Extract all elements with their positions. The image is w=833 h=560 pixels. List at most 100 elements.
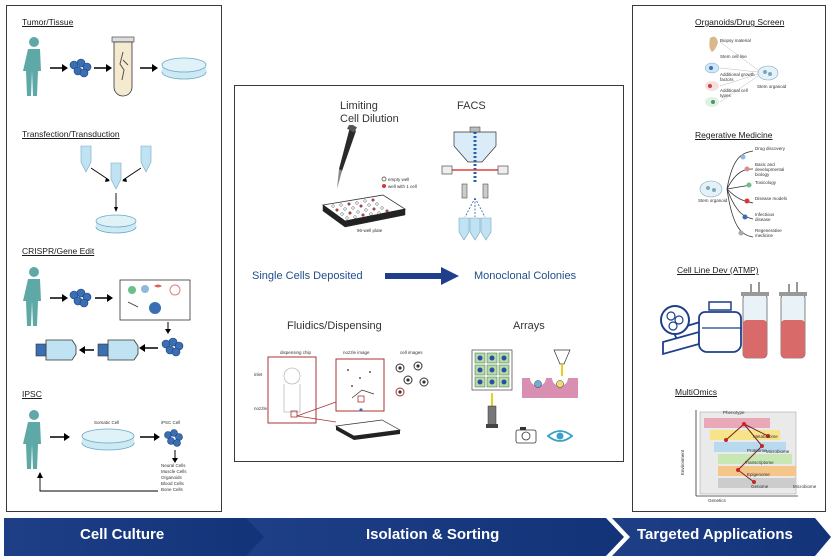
nozzle-marker bbox=[290, 410, 298, 418]
camera-icon bbox=[515, 427, 537, 444]
culture-flask-icon bbox=[660, 305, 713, 356]
nozzle-image-label: nozzle image bbox=[343, 350, 370, 355]
facs-diagram bbox=[441, 126, 509, 241]
limiting-dilution-plate bbox=[321, 125, 407, 228]
well-grid bbox=[331, 198, 389, 220]
dispenser-tip-icon bbox=[553, 349, 571, 376]
cell-cluster-icon bbox=[69, 58, 92, 78]
regen-item: Regenerative medicine bbox=[755, 228, 782, 238]
omics-layer: Proteome bbox=[747, 448, 767, 453]
stem-organoid-icon bbox=[699, 180, 723, 198]
isolation-banner-label: Isolation & Sorting bbox=[366, 526, 500, 543]
deflection-plates bbox=[461, 183, 489, 199]
microscope-objective-icon bbox=[486, 393, 498, 428]
nozzle-label: nozzle bbox=[254, 406, 268, 411]
transfection-label: Transfection/Transduction bbox=[22, 129, 120, 139]
pipette-icon bbox=[337, 125, 357, 189]
targeted-banner-label: Targeted Applications bbox=[637, 526, 793, 543]
microwell-substrate-icon bbox=[522, 378, 578, 398]
nozzle-image-frame bbox=[335, 358, 385, 412]
cell-line-dev-label: Cell Line Dev (ATMP) bbox=[677, 265, 759, 275]
ipsc-output-item: Organoids bbox=[161, 475, 182, 480]
cell-line-dev-diagram bbox=[660, 282, 807, 359]
crispr-workflow bbox=[23, 267, 191, 361]
dispensing-chip-label: dispensing chip bbox=[280, 350, 312, 355]
tumor-tissue-label: Tumor/Tissue bbox=[22, 17, 74, 27]
ipsc-output-item: Bone Cells bbox=[161, 487, 183, 492]
facs-label: FACS bbox=[457, 100, 486, 112]
chip-channel-icon bbox=[283, 367, 301, 413]
omics-layer: Metabolome bbox=[753, 434, 778, 439]
culture-flask-icon bbox=[35, 339, 77, 361]
organoids-diagram bbox=[704, 36, 779, 107]
regen-center-label: Stem organoid bbox=[698, 198, 728, 203]
limiting-dilution-label: Limiting Cell Dilution bbox=[340, 100, 399, 125]
transfection-workflow bbox=[80, 145, 152, 234]
well-plate-icon bbox=[334, 419, 402, 440]
omics-layer: Transcriptome bbox=[745, 460, 774, 465]
regen-item: Disease models bbox=[755, 196, 788, 201]
microwell-array-icon bbox=[471, 349, 513, 391]
fluidics-dispensing-label: Fluidics/Dispensing bbox=[287, 320, 382, 332]
empty-well-legend: empty well bbox=[388, 177, 410, 182]
culture-dish-icon bbox=[95, 214, 137, 234]
regen-item: Infectious disease bbox=[755, 212, 775, 222]
organoid-items-list: Biopsy material Stem cell line Additiona… bbox=[720, 38, 756, 102]
eye-icon bbox=[546, 430, 574, 442]
ipsc-label: IPSC bbox=[22, 389, 42, 399]
well-plate-icon bbox=[321, 194, 407, 228]
omics-layer: Phenotype bbox=[723, 410, 745, 415]
stem-organoid-icon bbox=[757, 65, 779, 81]
ipsc-output-item: Blood Cells bbox=[161, 481, 184, 486]
droplet-icons bbox=[347, 369, 371, 387]
stem-organoid-label: Stem organoid bbox=[757, 84, 787, 89]
multiomics-label: MultiOmics bbox=[675, 387, 718, 397]
empty-well-legend-icon bbox=[381, 176, 387, 182]
bioreactor-icon bbox=[741, 282, 769, 359]
collection-tube-icon bbox=[458, 217, 492, 241]
gene-edit-box bbox=[119, 279, 191, 321]
organoid-item: Biopsy material bbox=[720, 38, 751, 43]
culture-flask-icon bbox=[97, 339, 139, 361]
cell-image-icons bbox=[395, 361, 429, 397]
culture-dish-icon bbox=[161, 57, 207, 80]
organoid-item: Stem cell line bbox=[720, 54, 747, 59]
patient-icon bbox=[23, 267, 41, 326]
regen-item: Drug discovery bbox=[755, 146, 786, 151]
targeted-chevron bbox=[612, 518, 831, 556]
banner-chevrons bbox=[4, 518, 831, 556]
isolation-chevron bbox=[246, 518, 624, 556]
regen-item: Toxicology bbox=[755, 180, 777, 185]
detector-icon bbox=[441, 165, 509, 175]
inlet-label: inlet bbox=[254, 372, 263, 377]
arrays-label: Arrays bbox=[513, 320, 545, 332]
crispr-label: CRISPR/Gene Edit bbox=[22, 246, 95, 256]
tube-icon bbox=[80, 145, 152, 190]
process-arrow bbox=[385, 267, 459, 285]
omics-layer: Epigenome bbox=[747, 472, 770, 477]
ipsc-output-item: Neural Cells bbox=[161, 463, 186, 468]
omics-layers-icon bbox=[699, 411, 797, 495]
cell-cluster-icon bbox=[161, 337, 184, 357]
patient-icon bbox=[23, 410, 41, 469]
omics-x-axis-label: Genetics bbox=[708, 498, 726, 503]
organoid-item: Additional cell types bbox=[720, 88, 748, 98]
bioreactor-icon bbox=[779, 282, 807, 359]
organoid-source-icons bbox=[704, 36, 720, 107]
omics-side-label: Microbiome bbox=[793, 484, 817, 489]
ipsc-output-item: Muscle Cells bbox=[161, 469, 187, 474]
monoclonal-colonies-label: Monoclonal Colonies bbox=[474, 270, 577, 282]
organoids-drug-screen-label: Organoids/Drug Screen bbox=[695, 17, 785, 27]
single-cell-legend: well with 1 cell bbox=[388, 184, 417, 189]
regen-items-list: Drug discovery Basic and developmental b… bbox=[755, 146, 789, 238]
regen-item: Basic and developmental biology bbox=[755, 162, 785, 177]
arrays-diagram bbox=[471, 349, 578, 444]
dispensing-chip-frame bbox=[267, 356, 317, 424]
regen-application-icons bbox=[738, 154, 752, 236]
omics-layer: Microbiome bbox=[766, 449, 790, 454]
ipsc-outputs-list: Neural Cells Muscle Cells Organoids Bloo… bbox=[161, 463, 201, 493]
omics-layer: Genome bbox=[751, 484, 769, 489]
dewar-icon bbox=[698, 301, 742, 353]
multiomics-diagram bbox=[695, 410, 798, 497]
tumor-tissue-workflow bbox=[23, 36, 207, 97]
